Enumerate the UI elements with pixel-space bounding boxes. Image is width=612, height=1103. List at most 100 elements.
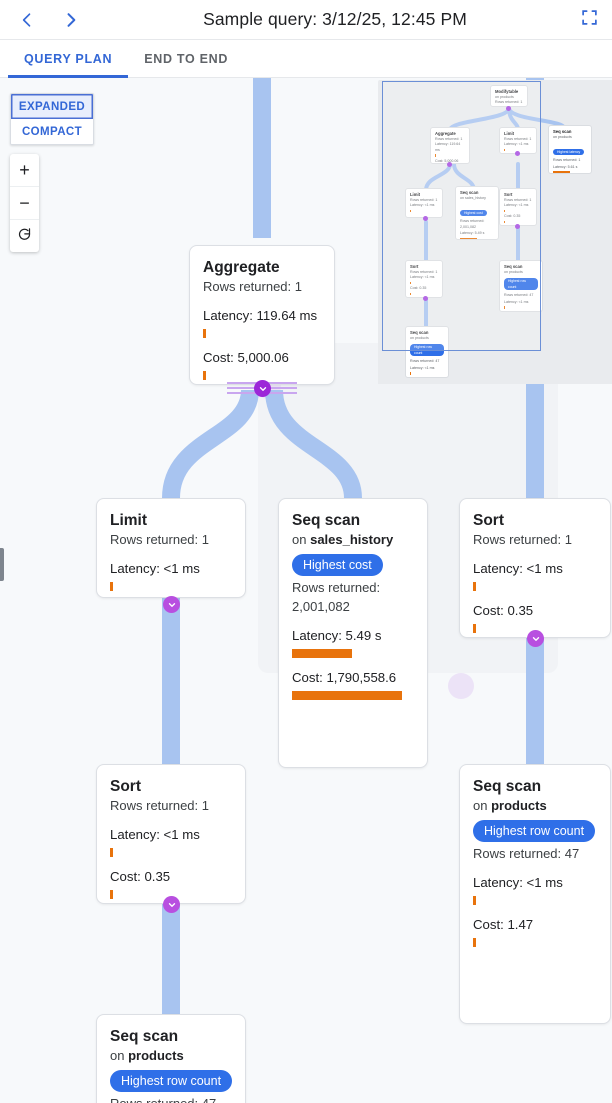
minimap-node-seqscan-products-right[interactable]: Seq scan on products Highest row count R… [499, 260, 543, 312]
node-title: Sort [473, 512, 504, 529]
minimap-node-title: Seq scan [410, 330, 429, 335]
relation-name: products [128, 1048, 184, 1063]
minimap-node-sub: Rows returned: 1 [504, 137, 532, 141]
node-rows: Rows returned: [292, 580, 381, 595]
minimap-node-sub: Rows returned: 1 [553, 158, 581, 163]
cost-bar [473, 624, 476, 633]
panel-drag-handle[interactable] [0, 548, 4, 581]
minimap-node-sub: Rows returned: 1 [495, 100, 523, 105]
minimap-node-sub: on products [495, 95, 514, 99]
minimap-node-limit[interactable]: Limit Rows returned: 1 Latency: <1 ms [405, 188, 443, 218]
zoom-out-button[interactable]: − [10, 187, 39, 220]
node-aggregate[interactable]: Aggregate Rows returned: 1 Latency: 119.… [189, 245, 335, 385]
minimap-node-seqscan-top[interactable]: Seq scan on products Highest latency Row… [548, 125, 592, 174]
latency-bar [292, 649, 352, 658]
minimap-node-sub: Rows returned: 47 [410, 359, 440, 364]
minimap-node-seqscan-sales[interactable]: Seq scan on sales_history Highest cost R… [455, 186, 499, 240]
minimap-node-aggregate[interactable]: Aggregate Rows returned: 1 Latency: 119.… [430, 127, 470, 164]
minimap-toggle-dot [423, 216, 428, 221]
node-sort-right[interactable]: Sort Rows returned: 1 Latency: <1 ms Cos… [459, 498, 611, 638]
fullscreen-button[interactable] [574, 5, 604, 35]
relation-name: sales_history [310, 532, 394, 547]
node-relation: on products [110, 1047, 232, 1065]
compact-button[interactable]: COMPACT [11, 119, 93, 144]
latency-bar [110, 848, 113, 857]
node-title: Aggregate [203, 259, 280, 276]
minimap-node-sub: on sales_history [460, 196, 486, 200]
node-seq-scan-products-bottom[interactable]: Seq scan on products Highest row count R… [96, 1014, 246, 1103]
minimap-node-title: Seq scan [460, 190, 479, 195]
minimap-node-sub: Cost: 5,000.06 [435, 158, 459, 163]
forward-button[interactable] [54, 3, 88, 37]
node-rows: Rows returned: 47 [110, 1095, 232, 1103]
minimap-node-sub: Latency: <1 ms [504, 203, 529, 208]
minimap-node-sub: on products [504, 270, 523, 274]
minimap-node-title: Limit [410, 192, 421, 197]
expanded-button[interactable]: EXPANDED [11, 94, 93, 119]
collapse-toggle-sort-left[interactable] [163, 896, 180, 913]
minimap-node-title: Sort [504, 192, 513, 197]
node-title: Seq scan [110, 1028, 179, 1045]
minimap-node-sub: Rows returned: 1 [435, 137, 463, 141]
tab-query-plan[interactable]: QUERY PLAN [8, 40, 129, 78]
minimap-toggle-dot [506, 106, 511, 111]
node-latency: Latency: 119.64 ms [203, 308, 318, 323]
node-sort-left[interactable]: Sort Rows returned: 1 Latency: <1 ms Cos… [96, 764, 246, 904]
minimap-node-sub: Latency: <1 ms [410, 365, 435, 370]
back-button[interactable] [10, 3, 44, 37]
minimap-node-title: Seq scan [553, 129, 572, 134]
minimap-node-sub: on products [410, 336, 429, 340]
minimap-latency-bar [504, 209, 506, 213]
node-seq-scan-products-right[interactable]: Seq scan on products Highest row count R… [459, 764, 611, 1024]
minimap-node-sort-left[interactable]: Sort Rows returned: 1 Latency: <1 ms Cos… [405, 260, 443, 298]
minimap-node-sub: Latency: <1 ms [504, 142, 529, 147]
node-limit[interactable]: Limit Rows returned: 1 Latency: <1 ms [96, 498, 246, 598]
cost-bar [473, 938, 476, 947]
status-badge-highest-row-count: Highest row count [473, 820, 596, 842]
node-cost: Cost: 5,000.06 [203, 350, 289, 365]
minimap-viewport-rect[interactable] [382, 81, 541, 351]
minimap-latency-bar [435, 154, 437, 157]
node-cost: Cost: 0.35 [473, 603, 534, 618]
latency-bar [473, 582, 476, 591]
node-seq-scan-sales-history[interactable]: Seq scan on sales_history Highest cost R… [278, 498, 428, 768]
collapse-toggle-sort-right[interactable] [527, 630, 544, 647]
minimap-node-sub: Cost: 1.47 [410, 377, 444, 378]
node-title: Sort [110, 778, 141, 795]
minimap-latency-bar [460, 237, 477, 239]
relation-name: products [491, 798, 547, 813]
node-rows: Rows returned: 1 [110, 532, 209, 547]
minimap-node-sub: Rows returned: 47 [504, 293, 534, 298]
minimap-node-seqscan-products-bottom[interactable]: Seq scan on products Highest row count R… [405, 326, 449, 378]
node-rows: Rows returned: 47 [473, 846, 580, 861]
node-latency: Latency: <1 ms [110, 561, 200, 576]
minimap-node-sub: Latency: 119.64 ms [435, 142, 461, 152]
minimap-latency-bar [504, 148, 506, 152]
cost-bar [203, 371, 206, 380]
chevron-down-icon [167, 600, 177, 610]
minimap-node-sub: Rows returned: 2,001,082 [460, 219, 485, 229]
node-rows: Rows returned: 1 [110, 798, 209, 813]
minimap-latency-bar [553, 171, 570, 173]
node-latency: Latency: <1 ms [110, 827, 200, 842]
node-latency: Latency: <1 ms [473, 875, 563, 890]
tab-end-to-end[interactable]: END TO END [144, 51, 229, 66]
zoom-reset-button[interactable] [10, 220, 39, 252]
minimap-node-title: Limit [504, 131, 515, 136]
minimap-toggle-dot [447, 162, 452, 167]
node-rows: Rows returned: 1 [473, 532, 572, 547]
minimap-node-sub: Latency: <1 ms [504, 299, 529, 304]
on-label: on [110, 1048, 125, 1063]
node-latency: Latency: 5.49 s [292, 628, 382, 643]
node-title: Seq scan [473, 778, 542, 795]
zoom-controls[interactable]: + − [10, 154, 39, 252]
minimap-badge: Highest cost [460, 210, 487, 217]
collapse-toggle-limit[interactable] [163, 596, 180, 613]
collapse-toggle-aggregate[interactable] [254, 380, 271, 397]
query-plan-canvas[interactable]: Modifytable on products Rows returned: 1… [0, 78, 612, 1103]
zoom-in-button[interactable]: + [10, 154, 39, 187]
minimap[interactable]: Modifytable on products Rows returned: 1… [378, 80, 612, 384]
node-rows: Rows returned: 1 [203, 279, 302, 294]
view-mode-toggle[interactable]: EXPANDED COMPACT [10, 93, 94, 145]
reset-icon [17, 227, 32, 245]
